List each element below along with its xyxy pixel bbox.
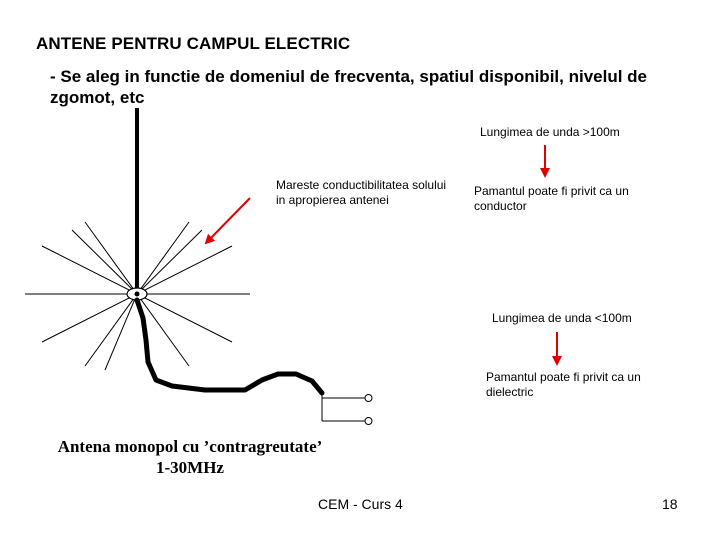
page-number: 18 — [662, 496, 678, 512]
caption-line-1: Antena monopol cu ’contragreutate’ — [57, 437, 323, 456]
ground-dielectric-label: Pamantul poate fi privit ca un dielectri… — [486, 370, 641, 399]
red-arrow-soil — [204, 197, 251, 245]
feed-point — [134, 291, 140, 297]
ground-conductor-label: Pamantul poate fi privit ca un conductor — [474, 184, 629, 213]
wavelength-long-label: Lungimea de unda >100m — [480, 125, 620, 139]
radial-wire — [104, 293, 138, 371]
radial-wire — [136, 229, 203, 295]
bullet-text: - Se aleg in functie de domeniul de frec… — [50, 67, 647, 107]
terminal — [364, 417, 373, 425]
wavelength-short-label: Lungimea de unda <100m — [492, 311, 632, 325]
soil-conductivity-label: Mareste conductibilitatea solului in apr… — [276, 178, 447, 207]
terminal — [364, 394, 373, 402]
footer-course: CEM - Curs 4 — [318, 496, 403, 512]
feed-cable — [134, 297, 325, 396]
antenna-caption: Antena monopol cu ’contragreutate’ 1-30M… — [40, 436, 340, 478]
caption-line-2: 1-30MHz — [156, 458, 224, 477]
radial-wire — [71, 229, 138, 295]
slide-title: ANTENE PENTRU CAMPUL ELECTRIC — [36, 34, 351, 53]
